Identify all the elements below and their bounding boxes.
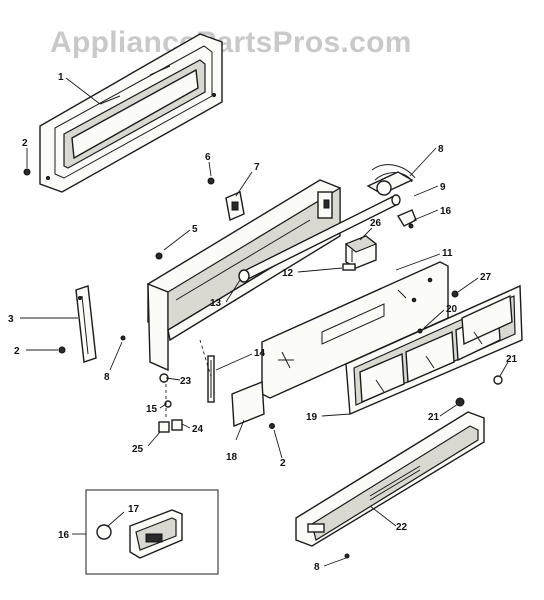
callout-8-top: 8 (438, 144, 444, 155)
callout-6: 6 (205, 152, 211, 163)
callout-18: 18 (226, 452, 238, 463)
part-16-inset-box (85, 489, 219, 575)
callout-2-left: 2 (14, 346, 20, 357)
watermark-text: AppliancePartsPros.com (50, 26, 412, 59)
callout-11: 11 (442, 248, 453, 259)
callout-7: 7 (254, 162, 260, 173)
callout-13: 13 (210, 298, 222, 309)
part-screw-20 (417, 328, 423, 334)
part-screw-27 (451, 290, 459, 298)
callout-12: 12 (282, 268, 294, 279)
part-trim-strip-22 (295, 411, 485, 547)
part-sensor-lead (366, 164, 416, 196)
callout-labels: 1 2 6 7 8 9 16 5 26 11 12 27 13 3 20 2 1… (8, 72, 518, 573)
callout-27: 27 (480, 272, 492, 283)
callout-5: 5 (192, 224, 198, 235)
callout-2-top: 2 (22, 138, 28, 149)
callout-16-lower: 16 (58, 530, 70, 541)
callout-26: 26 (370, 218, 382, 229)
part-control-panel-19 (345, 284, 523, 416)
callout-8-left: 8 (104, 372, 110, 383)
part-switch-7 (225, 191, 245, 221)
callout-14: 14 (254, 348, 266, 359)
callout-25: 25 (132, 444, 144, 455)
part-bracket-10 (396, 209, 417, 229)
callout-22: 22 (396, 522, 408, 533)
callout-17: 17 (128, 504, 140, 515)
part-plate-18 (231, 380, 265, 428)
part-rod-13 (238, 194, 401, 283)
callout-9: 9 (440, 182, 446, 193)
part-back-panel (39, 33, 223, 193)
callout-21-right: 21 (506, 354, 518, 365)
callout-1: 1 (58, 72, 64, 83)
callout-16-upper: 16 (440, 206, 452, 217)
callout-20: 20 (446, 304, 458, 315)
callout-21-center: 21 (428, 412, 440, 423)
part-clip-12 (342, 263, 356, 271)
part-rod-14 (207, 355, 215, 403)
callout-24: 24 (192, 424, 204, 435)
part-fasteners-lower (158, 339, 213, 433)
callout-8-bottom: 8 (314, 562, 320, 573)
callout-2-lower: 2 (280, 458, 286, 469)
callout-19: 19 (306, 412, 318, 423)
callout-23: 23 (180, 376, 192, 387)
callout-15: 15 (146, 404, 158, 415)
part-screws-misc (58, 177, 350, 559)
leader-lines (20, 77, 509, 567)
screw-2-top (23, 148, 31, 176)
part-knob-21-right (493, 375, 503, 385)
callout-3: 3 (8, 314, 14, 325)
part-relay-26 (344, 235, 378, 269)
part-side-bracket-3 (75, 285, 97, 363)
